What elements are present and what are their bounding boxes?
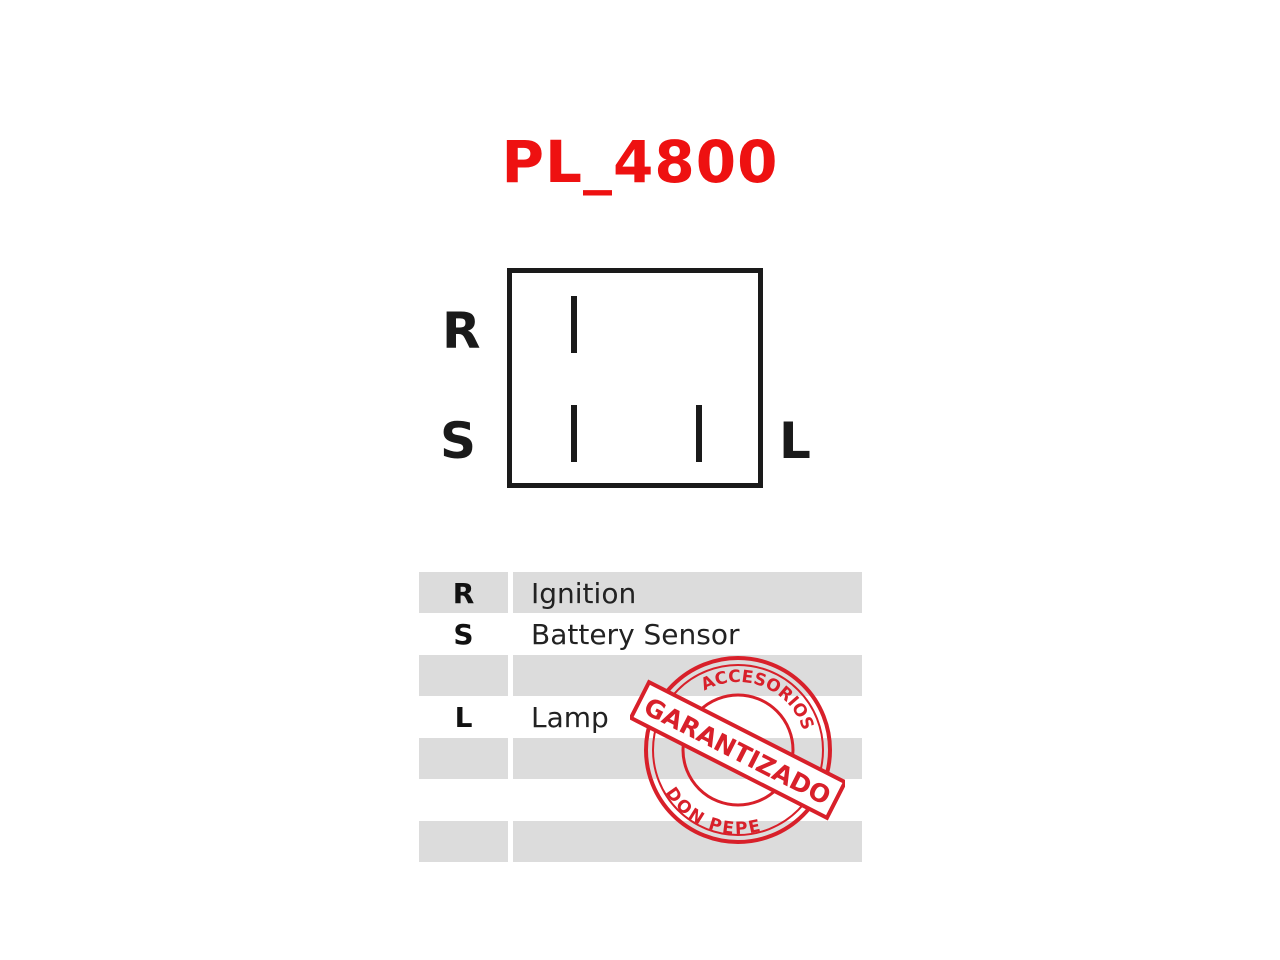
pin-label-l: L <box>779 412 811 470</box>
pin-cell: S <box>453 618 474 651</box>
description-cell: Ignition <box>513 572 862 613</box>
pin-cell <box>419 655 508 696</box>
pin-cell: R <box>419 572 508 613</box>
description-cell: Battery Sensor <box>531 618 740 651</box>
pin-cell: L <box>454 701 473 734</box>
guarantee-stamp: ACCESORIOS DON PEPE GARANTIZADO <box>630 650 845 850</box>
table-row: S Battery Sensor <box>419 613 862 654</box>
table-row <box>419 655 862 696</box>
pin-s <box>571 405 577 462</box>
pin-l <box>696 405 702 462</box>
description-cell <box>513 655 862 696</box>
table-row: L Lamp <box>419 696 862 737</box>
connector-outline <box>507 268 763 488</box>
pin-cell <box>419 821 508 862</box>
pin-r <box>571 296 577 353</box>
page-title: PL_4800 <box>501 128 779 196</box>
pin-cell <box>419 738 508 779</box>
pin-label-s: S <box>440 412 477 470</box>
pin-cell <box>419 779 508 820</box>
description-cell: Lamp <box>531 701 609 734</box>
pin-label-r: R <box>442 302 481 360</box>
